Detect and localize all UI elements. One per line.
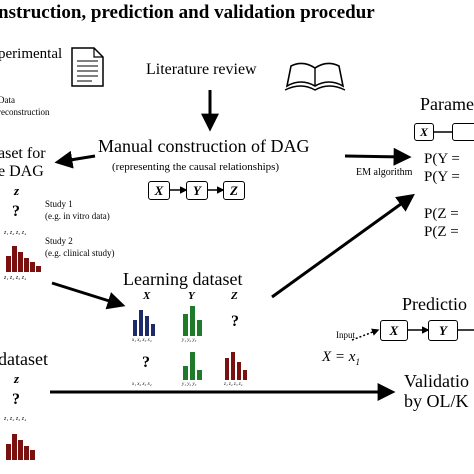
learning-col-z: Z <box>231 290 238 302</box>
literature-review-label: Literature review <box>146 61 257 78</box>
param-line-3: P(Z = <box>424 206 459 222</box>
params-node-x: X <box>414 123 434 141</box>
open-book-icon <box>284 62 346 91</box>
param-line-4: P(Z = <box>424 224 459 240</box>
study1-sub: (e.g. in vitro data) <box>45 211 110 221</box>
var-z-bottom: z <box>14 371 20 386</box>
learning-y-histogram-2 <box>183 352 202 380</box>
prediction-node-x: X <box>380 320 408 341</box>
dag-node-z: Z <box>223 181 245 200</box>
learning-z-unknown-1: ? <box>231 313 239 330</box>
learning-col-x: X <box>143 290 151 302</box>
learning-col-y: Y <box>188 290 195 302</box>
em-algorithm-label: EM algorithm <box>356 167 413 178</box>
manual-dag-subtitle: (representing the causal relationships) <box>112 161 280 173</box>
dag-node-x: X <box>148 181 170 200</box>
z-ticks-1: z₁ z₂ z₃ z₄ <box>4 230 27 236</box>
learning-x-ticks-2: x₁ x₂ x₃ x₄ <box>132 382 152 387</box>
reconstruction-label: reconstruction <box>0 107 50 117</box>
learning-x-unknown-2: ? <box>142 354 150 371</box>
learning-y-ticks-1: y₁ y₂ y₃ <box>182 338 197 343</box>
validation-label-1: Validatio <box>404 371 469 391</box>
arrow-dag-to-dataset <box>54 150 96 169</box>
dag-node-y: Y <box>186 181 208 200</box>
learning-x-ticks-1: x₁ x₂ x₃ x₄ <box>132 338 152 343</box>
var-z-left: z <box>14 183 20 198</box>
arrow-input-dotted <box>351 328 380 341</box>
study2-sub: (e.g. clinical study) <box>45 248 115 258</box>
z-ticks-2: z₁ z₂ z₃ z₄ <box>4 275 27 281</box>
learning-z-ticks-2: z₁ z₂ z₃ z₄ <box>224 382 243 387</box>
param-line-2: P(Y = <box>424 169 460 185</box>
z-ticks-bottom-1: z₁ z₂ z₃ z₄ <box>4 416 27 422</box>
learning-x-histogram-1 <box>133 310 155 336</box>
prediction-node-y: Y <box>428 320 458 341</box>
validation-label-2: by OL/K <box>404 391 469 411</box>
dataset-for-label: aset for <box>0 145 46 162</box>
arrow-dag-to-params <box>344 147 412 166</box>
arrow-studies-to-learning <box>51 281 126 310</box>
input-label: Input <box>336 330 355 340</box>
input-value: X = x1 <box>322 349 360 367</box>
bottom-histogram <box>6 434 35 460</box>
figure-title: nstruction, prediction and validation pr… <box>0 2 375 23</box>
unknown-bottom-1: ? <box>12 391 20 408</box>
document-icon <box>71 47 104 87</box>
param-line-1: P(Y = <box>424 151 460 167</box>
learning-y-ticks-2: y₁ y₂ y₃ <box>182 382 197 387</box>
arrow-learning-to-params <box>271 193 415 299</box>
params-node-y-partial <box>452 123 474 141</box>
unknown-study1: ? <box>12 203 20 220</box>
learning-z-histogram-2 <box>225 352 247 380</box>
learning-y-histogram-1 <box>183 306 202 336</box>
learning-dataset-title: Learning dataset <box>123 269 243 289</box>
study2-histogram <box>6 246 41 272</box>
study2-label: Study 2 <box>45 236 73 246</box>
study1-label: Study 1 <box>45 199 73 209</box>
dataset-bottom-label: dataset <box>0 349 48 369</box>
data-label: Data <box>0 95 15 105</box>
manual-dag-title: Manual construction of DAG <box>98 136 310 156</box>
the-dag-label: e DAG <box>0 163 44 180</box>
parameters-title: Parame <box>420 94 474 114</box>
experimental-label: perimental <box>0 46 63 62</box>
prediction-title: Predictio <box>402 294 467 314</box>
